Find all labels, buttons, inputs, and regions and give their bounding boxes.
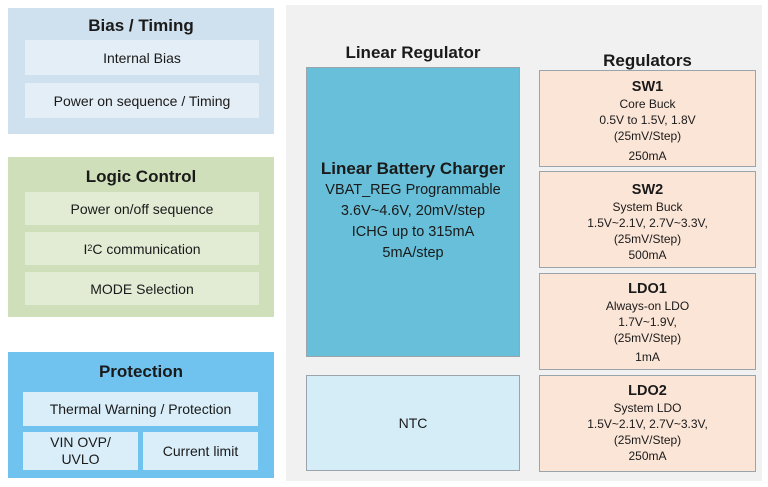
- ldo2-line: 1.5V~2.1V, 2.7V~3.3V,: [587, 417, 708, 431]
- ldo2-line: (25mV/Step): [613, 433, 682, 447]
- logic-control-title: Logic Control: [85, 167, 197, 186]
- charger-line: 3.6V~4.6V, 20mV/step: [340, 203, 486, 219]
- i2c-prefix: I: [83, 240, 88, 257]
- power-on-off-sequence-block: Power on/off sequence: [25, 192, 259, 225]
- current-limit-block: Current limit: [143, 432, 258, 470]
- protection-panel: Protection Thermal Warning / Protection …: [8, 352, 274, 478]
- mode-selection-block: MODE Selection: [25, 272, 259, 305]
- power-on-sequence-timing-block: Power on sequence / Timing: [25, 83, 259, 118]
- sw2-name: SW2: [631, 182, 664, 198]
- vin-ovp-uvlo-block: VIN OVP/ UVLO: [23, 432, 138, 470]
- charger-line: VBAT_REG Programmable: [325, 182, 501, 198]
- i2c-suffix: C communication: [92, 240, 201, 257]
- ldo2-line: 250mA: [628, 449, 667, 463]
- ldo1-line: 1.7V~1.9V,: [618, 315, 677, 329]
- charger-line: 5mA/step: [382, 245, 444, 261]
- protection-title: Protection: [98, 362, 184, 381]
- sw2-line: 500mA: [628, 248, 667, 262]
- ntc-block: NTC: [306, 375, 520, 471]
- sw1-line: 250mA: [628, 149, 667, 163]
- sw1-block: SW1 Core Buck 0.5V to 1.5V, 1.8V (25mV/S…: [539, 70, 756, 167]
- regulators-title: Regulators: [603, 51, 692, 70]
- ldo1-line: (25mV/Step): [613, 331, 682, 345]
- ldo2-block: LDO2 System LDO 1.5V~2.1V, 2.7V~3.3V, (2…: [539, 375, 756, 472]
- sw2-line: (25mV/Step): [613, 232, 682, 246]
- sw2-block: SW2 System Buck 1.5V~2.1V, 2.7V~3.3V, (2…: [539, 171, 756, 268]
- bias-timing-panel: Bias / Timing Internal Bias Power on seq…: [8, 8, 274, 134]
- sw1-line: (25mV/Step): [613, 129, 682, 143]
- ldo2-line: System LDO: [613, 401, 682, 415]
- ldo1-block: LDO1 Always-on LDO 1.7V~1.9V, (25mV/Step…: [539, 273, 756, 370]
- ldo1-name: LDO1: [628, 281, 667, 297]
- ldo2-name: LDO2: [628, 383, 667, 399]
- sw1-line: 0.5V to 1.5V, 1.8V: [599, 113, 696, 127]
- linear-battery-charger-title: Linear Battery Charger: [320, 159, 506, 178]
- internal-bias-block: Internal Bias: [25, 40, 259, 75]
- sw2-line: System Buck: [612, 200, 683, 214]
- linear-regulator-title: Linear Regulator: [345, 43, 481, 62]
- vin-ovp-text: VIN OVP/: [50, 434, 111, 450]
- sw2-line: 1.5V~2.1V, 2.7V~3.3V,: [587, 216, 708, 230]
- bias-timing-title: Bias / Timing: [88, 16, 194, 35]
- regulator-area: Linear Regulator Regulators Linear Batte…: [286, 5, 762, 481]
- sw1-line: Core Buck: [619, 97, 676, 111]
- uvlo-text: UVLO: [61, 451, 100, 467]
- ldo1-line: 1mA: [635, 350, 660, 364]
- charger-line: ICHG up to 315mA: [351, 224, 475, 240]
- ldo1-line: Always-on LDO: [605, 299, 690, 313]
- linear-battery-charger-block: Linear Battery Charger VBAT_REG Programm…: [306, 67, 520, 357]
- thermal-warning-block: Thermal Warning / Protection: [23, 392, 258, 426]
- sw1-name: SW1: [631, 79, 664, 95]
